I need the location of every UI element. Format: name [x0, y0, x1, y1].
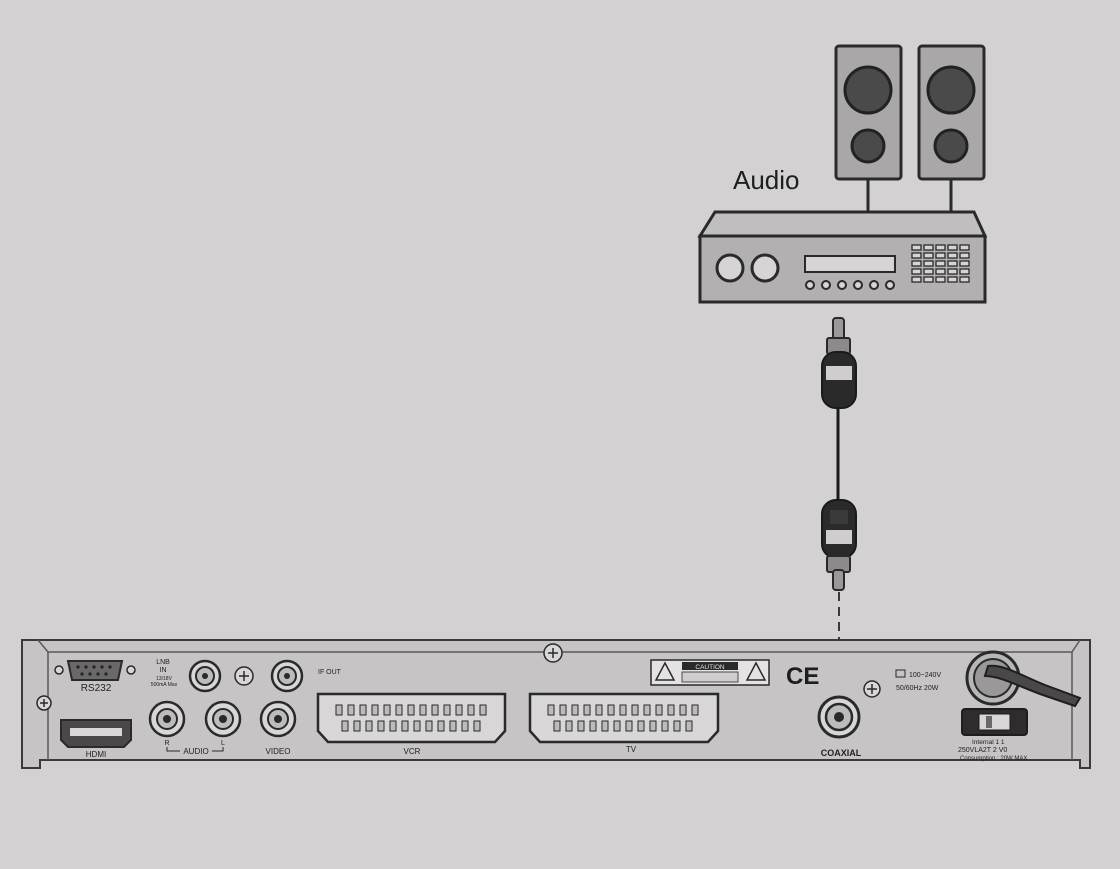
amp-knob-left-icon: [715, 253, 745, 283]
vcr-scart-port: [316, 692, 507, 744]
hdmi-port: [60, 719, 132, 748]
caution-label: CAUTION: [695, 664, 725, 671]
double-insulation-icon: [895, 669, 906, 678]
power-cord-icon: [983, 664, 1082, 708]
coaxial-cable: [821, 317, 857, 700]
audio-label: Audio: [733, 165, 800, 195]
lnb-label: LNB: [156, 659, 170, 666]
video-label: VIDEO: [266, 747, 291, 756]
power-switch: [961, 708, 1028, 736]
coaxial-port: [817, 695, 861, 739]
tv-label: TV: [626, 745, 637, 754]
audio-l-port: [204, 700, 242, 738]
if-out-port: [270, 659, 304, 693]
video-port: [259, 700, 297, 738]
lnb-in-label: IN: [160, 667, 167, 674]
rs232-port: [54, 660, 136, 681]
power-spec-label-2: 50/60Hz 20W: [896, 685, 939, 692]
right-speaker: [917, 44, 986, 212]
ce-mark: CE: [786, 663, 819, 690]
tv-scart-port: [528, 692, 720, 744]
warning-triangle-icon: [654, 661, 676, 681]
audio-r-port: [148, 700, 186, 738]
internet-label: Internal 1 1: [972, 739, 1005, 746]
amp-display: [804, 255, 896, 273]
caution-label-box: [650, 659, 770, 686]
coaxial-label: COAXIAL: [821, 748, 862, 758]
power-socket: [965, 650, 1082, 708]
amp-buttons: [805, 280, 895, 290]
amp-vent-grille: [911, 244, 970, 283]
warning-triangle-icon: [745, 661, 767, 681]
audio-amplifier: [697, 210, 988, 304]
audio-label-panel: AUDIO: [183, 747, 208, 756]
amp-knob-right-icon: [750, 253, 780, 283]
hdmi-label: HDMI: [86, 750, 106, 759]
model-label: 250VLA2T 2 V0: [958, 747, 1007, 754]
audio-r-label: R: [164, 740, 169, 747]
cable-bottom-plug-icon: [821, 499, 857, 591]
lnb-spec-label-1: 13/18V: [156, 676, 173, 682]
if-out-label: IF OUT: [318, 669, 342, 676]
cable-top-plug-icon: [821, 317, 857, 409]
left-speaker: [834, 44, 903, 212]
lnb-spec-label-2: 500mA Max: [151, 682, 178, 688]
audio-l-label: L: [221, 740, 225, 747]
receiver-back-panel: RS232 LNB IN 13/18V 500mA Max IF OUT HDM…: [21, 639, 1091, 769]
lnb-in-port: [188, 659, 222, 693]
vcr-label: VCR: [404, 747, 421, 756]
power-spec-label-1: 100~240V: [909, 672, 941, 679]
consumption-label: Consumption : 20W MAX: [960, 756, 1027, 762]
rs232-label: RS232: [81, 683, 112, 694]
